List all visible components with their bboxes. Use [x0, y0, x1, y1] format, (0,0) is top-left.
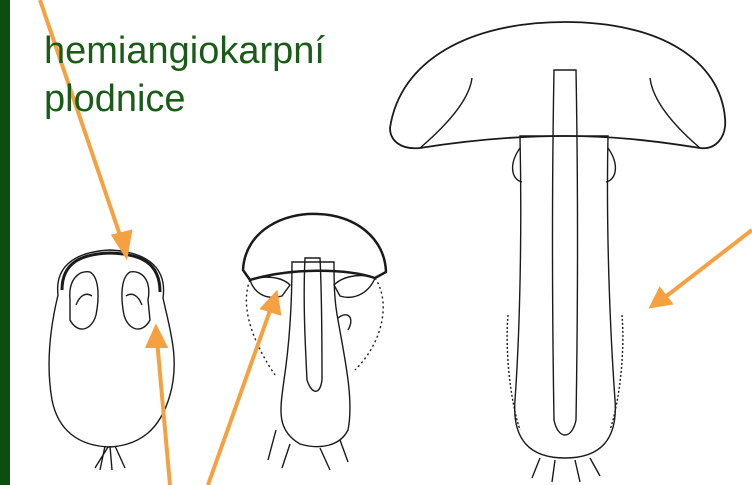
- title-line-1: hemiangiokarpní: [44, 27, 325, 75]
- arrow-head-lamellae: [148, 328, 165, 346]
- young-fruiting-body: [49, 250, 174, 470]
- arrow-to-volva: [664, 230, 752, 298]
- title-line-2: plodnice: [44, 75, 325, 123]
- developing-fruiting-body: [243, 214, 386, 470]
- mature-fruiting-body: [390, 22, 725, 482]
- arrow-head-veil: [114, 232, 130, 255]
- slide-title: hemiangiokarpní plodnice: [44, 27, 325, 123]
- arrow-to-lamellae: [157, 340, 170, 485]
- arrow-to-cap-margin: [208, 305, 272, 485]
- arrow-head-volva: [652, 290, 670, 306]
